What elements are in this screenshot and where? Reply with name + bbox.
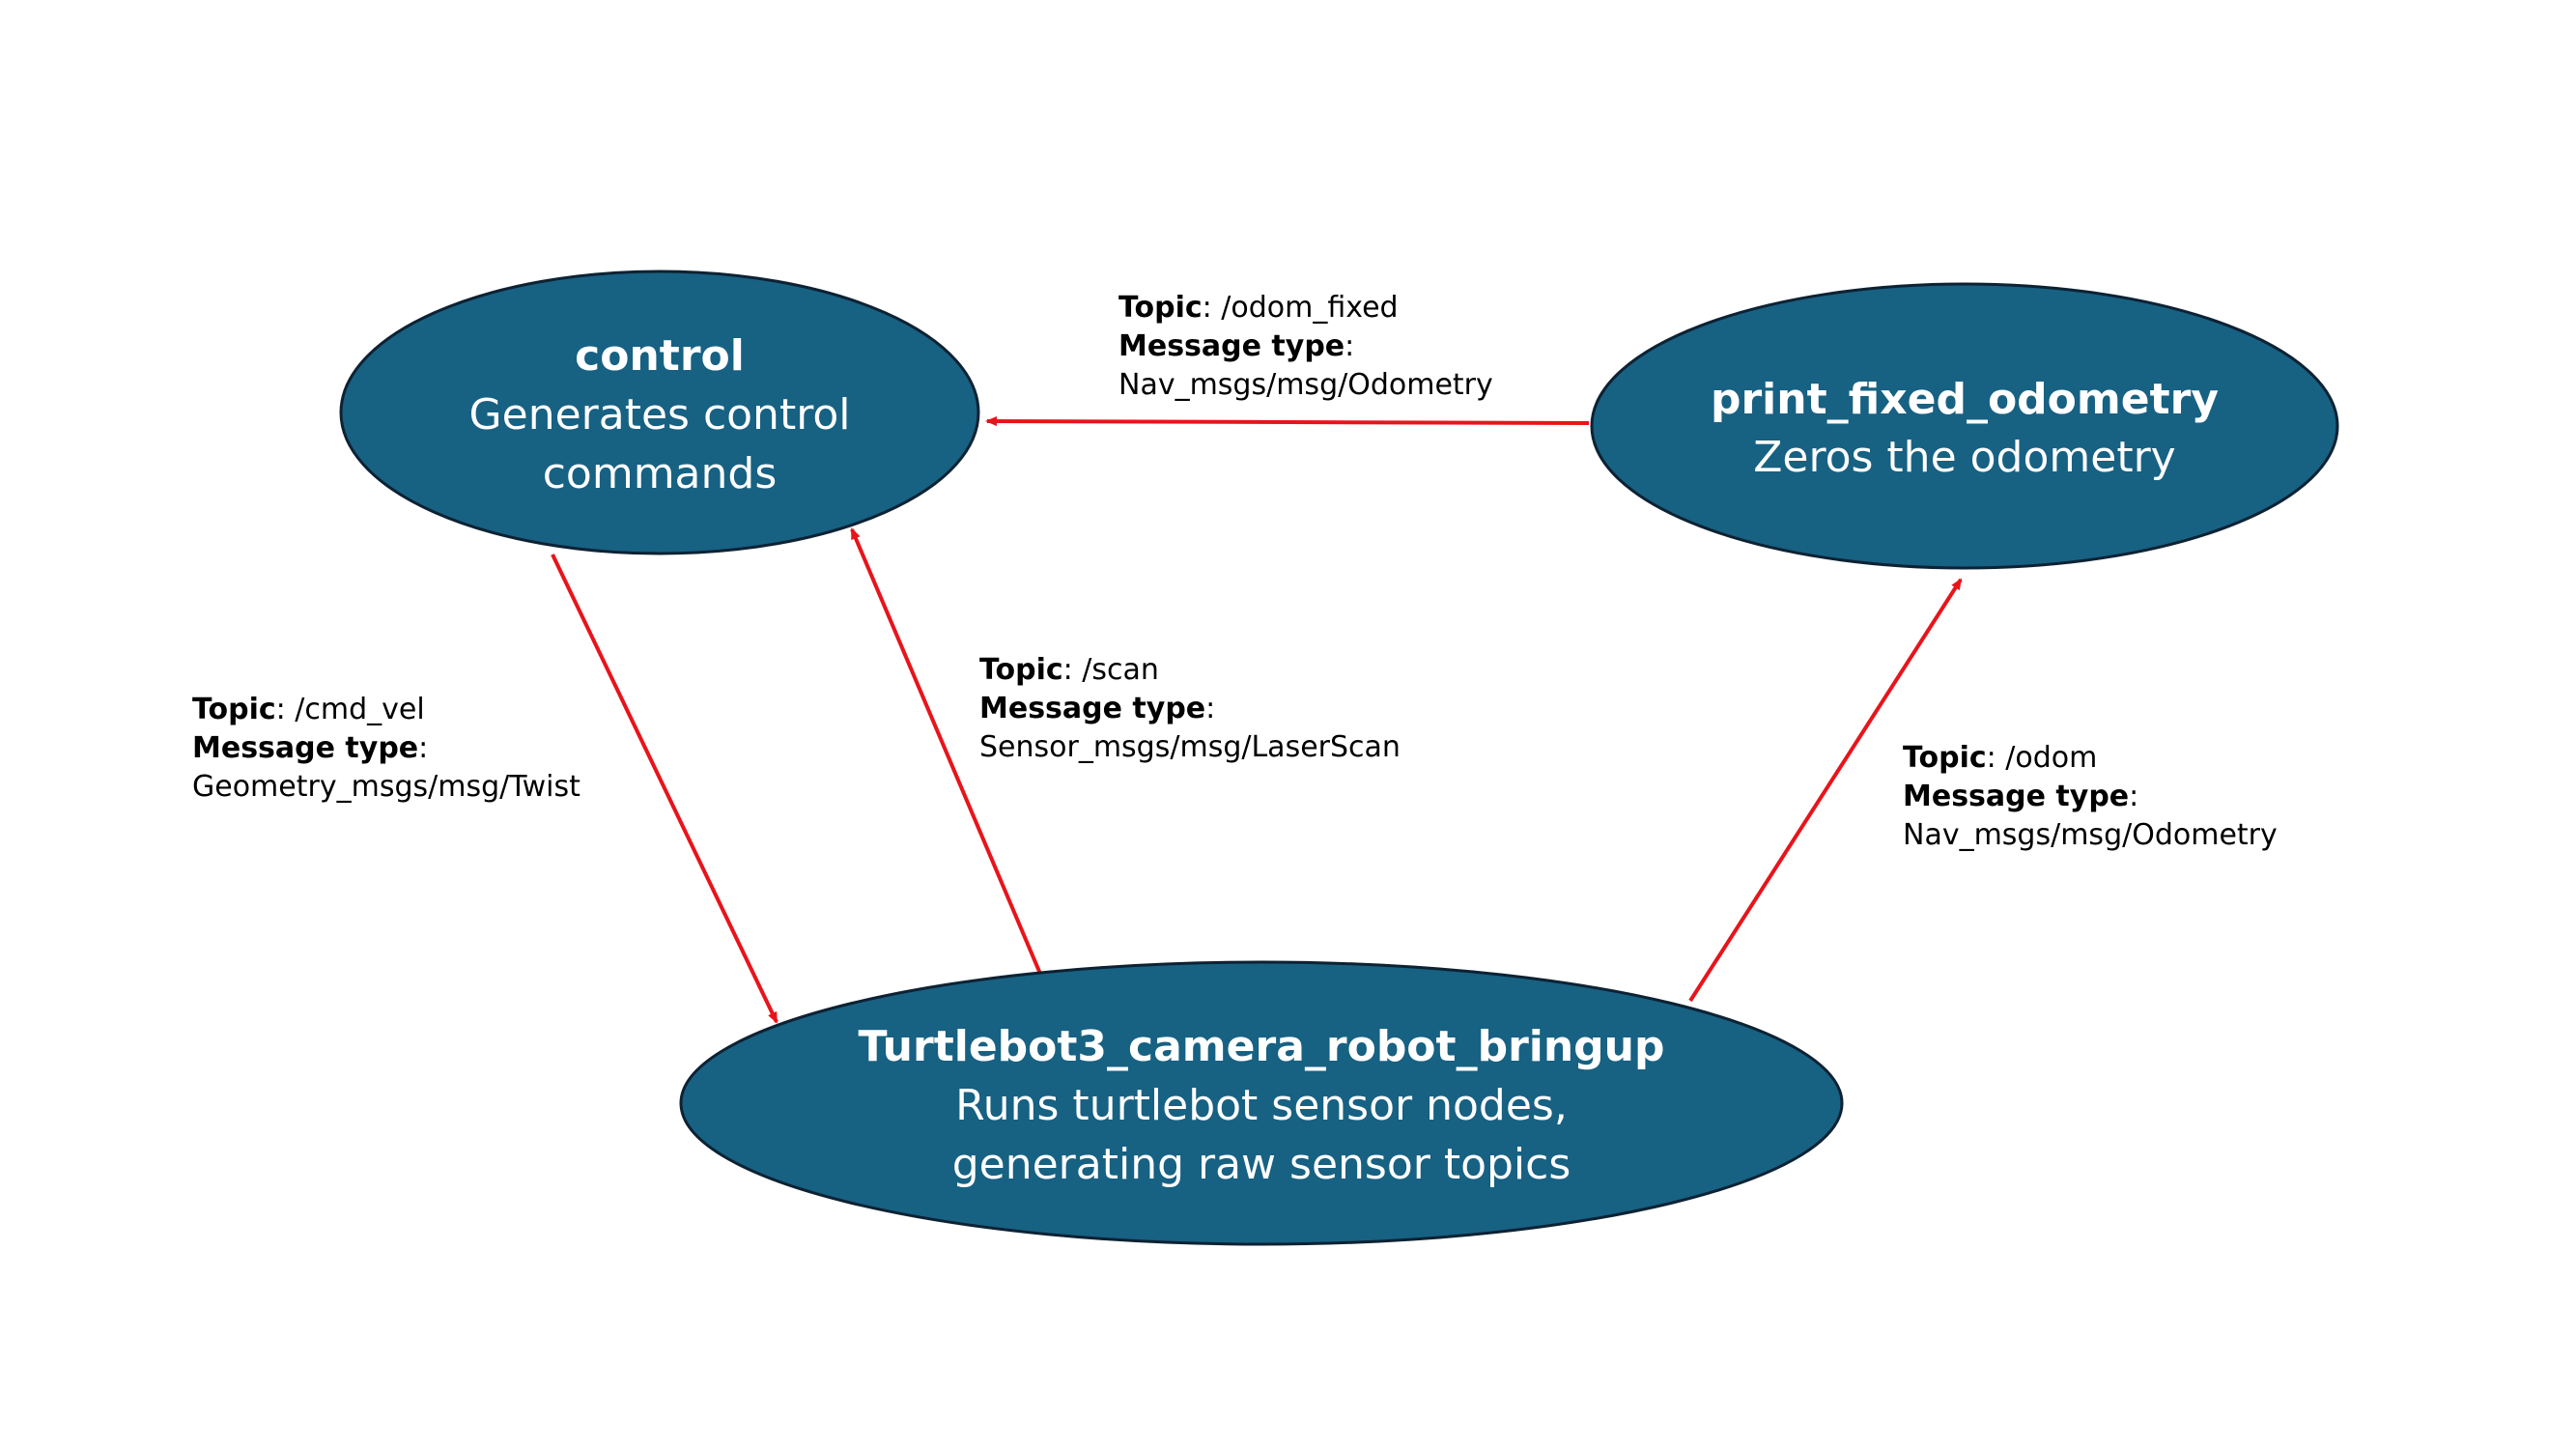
message-type-colon: : bbox=[418, 731, 429, 765]
edge-label-odom-fixed: Topic: /odom_fixed Message type: Nav_msg… bbox=[1118, 289, 1493, 405]
edge-label-cmd-vel: Topic: /cmd_vel Message type: Geometry_m… bbox=[192, 691, 580, 807]
arrow-cmd-vel bbox=[551, 554, 778, 1024]
node-control: control Generates control commands bbox=[339, 270, 980, 555]
message-type-colon: : bbox=[1205, 692, 1216, 725]
arrow-odom bbox=[1688, 578, 1963, 1003]
message-type-key: Message type bbox=[1903, 780, 2130, 813]
topic-key: Topic bbox=[1903, 741, 1987, 775]
message-type-key: Message type bbox=[1118, 329, 1345, 363]
node-print-fixed-odometry-desc: Zeros the odometry bbox=[1753, 433, 2175, 482]
topic-value: : /odom_fixed bbox=[1202, 291, 1399, 325]
node-bringup-desc-line2: generating raw sensor topics bbox=[952, 1140, 1571, 1189]
message-type-key: Message type bbox=[979, 692, 1206, 725]
message-type-value: Geometry_msgs/msg/Twist bbox=[192, 770, 580, 804]
edge-label-odom: Topic: /odom Message type: Nav_msgs/msg/… bbox=[1903, 739, 2278, 855]
message-type-value: Sensor_msgs/msg/LaserScan bbox=[979, 730, 1401, 764]
topic-value: : /scan bbox=[1062, 653, 1159, 687]
node-print-fixed-odometry-title: print_fixed_odometry bbox=[1711, 375, 2219, 424]
node-control-title: control bbox=[575, 331, 745, 381]
topic-value: : /odom bbox=[1986, 741, 2098, 775]
node-bringup-desc-line1: Runs turtlebot sensor nodes, bbox=[955, 1081, 1568, 1130]
node-print-fixed-odometry-shape bbox=[1590, 282, 2339, 570]
topic-key: Topic bbox=[979, 653, 1063, 687]
message-type-value: Nav_msgs/msg/Odometry bbox=[1118, 368, 1493, 402]
node-control-shape bbox=[339, 270, 980, 555]
node-control-desc-line2: commands bbox=[543, 449, 778, 498]
node-control-desc-line1: Generates control bbox=[469, 390, 851, 440]
topic-key: Topic bbox=[192, 693, 276, 726]
topic-key: Topic bbox=[1118, 291, 1203, 325]
message-type-key: Message type bbox=[192, 731, 419, 765]
node-bringup-title: Turtlebot3_camera_robot_bringup bbox=[859, 1022, 1665, 1071]
message-type-colon: : bbox=[2129, 780, 2139, 813]
message-type-colon: : bbox=[1345, 329, 1355, 363]
topic-value: : /cmd_vel bbox=[275, 693, 425, 726]
node-bringup-shape bbox=[679, 960, 1844, 1246]
node-print-fixed-odometry: print_fixed_odometry Zeros the odometry bbox=[1590, 282, 2339, 570]
edge-label-scan: Topic: /scan Message type: Sensor_msgs/m… bbox=[979, 651, 1401, 767]
arrow-odom-fixed bbox=[985, 416, 1590, 427]
message-type-value: Nav_msgs/msg/Odometry bbox=[1903, 818, 2278, 852]
node-bringup: Turtlebot3_camera_robot_bringup Runs tur… bbox=[679, 960, 1844, 1246]
arrow-scan bbox=[850, 527, 1042, 975]
